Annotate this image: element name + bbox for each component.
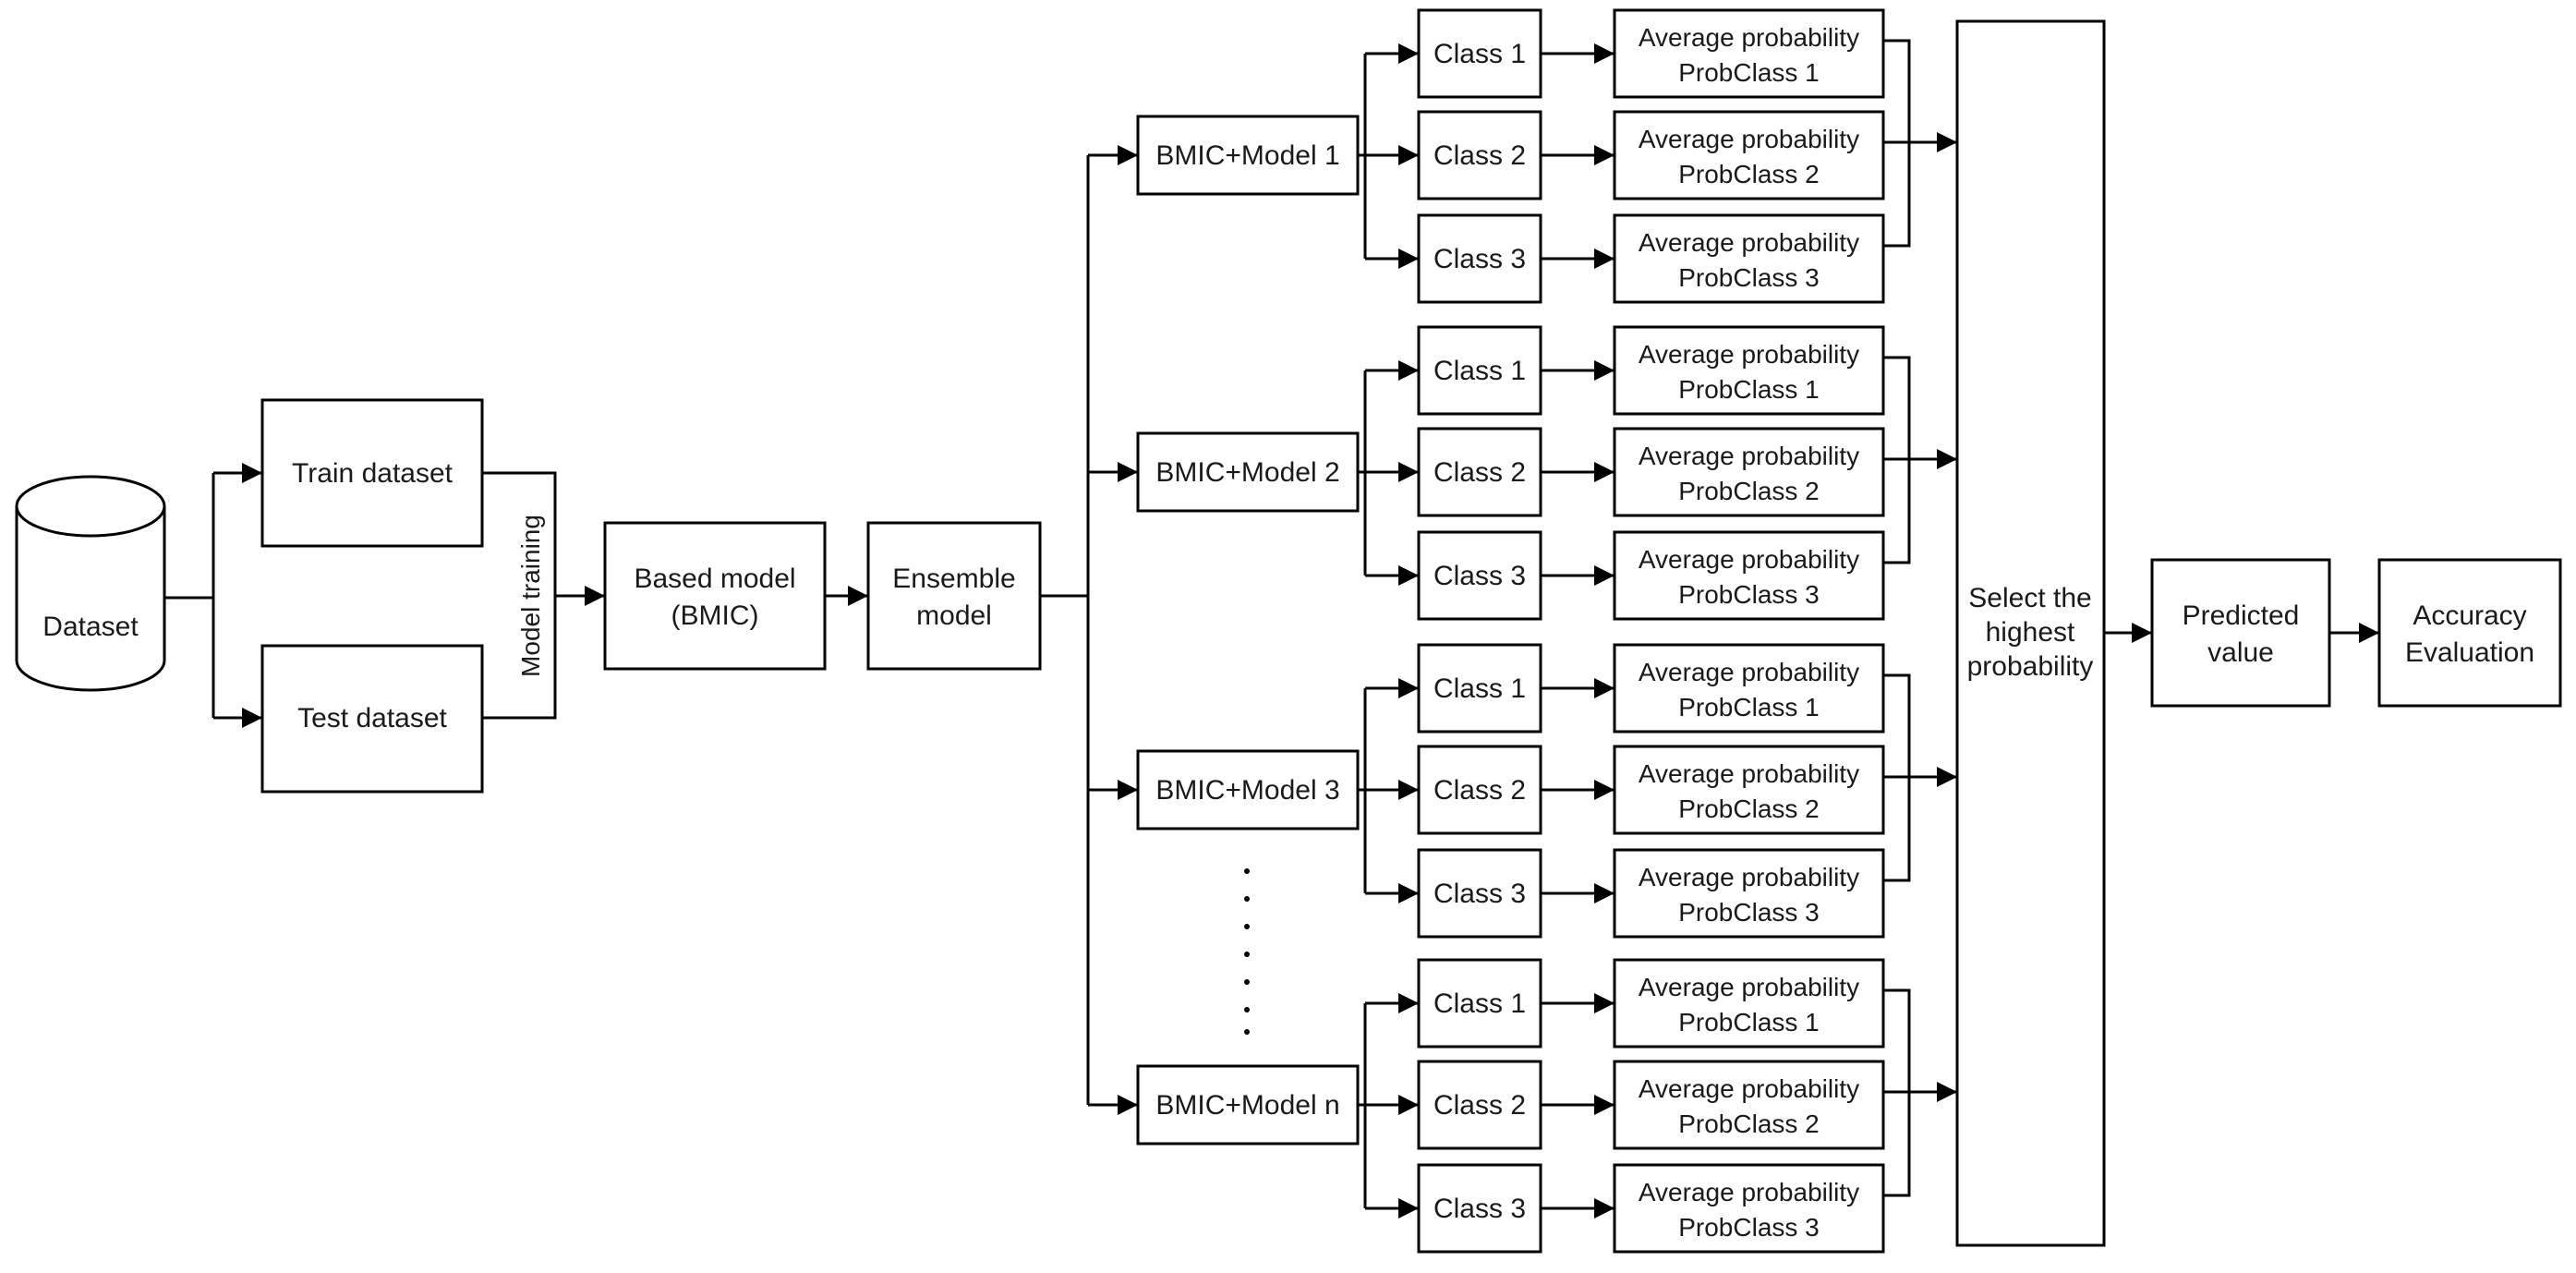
average-probability-box (1613, 1060, 1885, 1150)
average-probability-label: Average probability (1639, 340, 1859, 369)
select-highest-box (1955, 19, 2106, 1247)
class-label: Class 2 (1433, 775, 1526, 806)
prob-class-label: ProbClass 2 (1678, 477, 1820, 505)
average-probability-label: Average probability (1639, 863, 1859, 891)
prob-class-label: ProbClass 3 (1678, 1213, 1820, 1242)
average-probability-label: Average probability (1639, 228, 1859, 257)
predicted-line1: Predicted (2183, 600, 2300, 631)
average-probability-box (1613, 958, 1885, 1049)
average-probability-label: Average probability (1639, 658, 1859, 686)
bmic-model-label: BMIC+Model 2 (1155, 457, 1339, 488)
average-probability-label: Average probability (1639, 23, 1859, 52)
ensemble-line2: model (916, 600, 992, 631)
prob-class-label: ProbClass 2 (1678, 794, 1820, 823)
class-box (1417, 213, 1542, 304)
prob-class-label: ProbClass 1 (1678, 58, 1820, 87)
average-probability-box (1613, 213, 1885, 304)
model-training-label: Model training (516, 515, 545, 677)
prob-class-label: ProbClass 3 (1678, 898, 1820, 927)
class-box (1417, 530, 1542, 621)
train-dataset-box (260, 398, 484, 548)
class-label: Class 2 (1433, 1090, 1526, 1121)
class-label: Class 3 (1433, 244, 1526, 274)
class-box (1417, 325, 1542, 416)
average-probability-label: Average probability (1639, 1178, 1859, 1206)
prob-class-label: ProbClass 2 (1678, 160, 1820, 188)
average-probability-label: Average probability (1639, 442, 1859, 470)
class-box (1417, 643, 1542, 733)
average-probability-box (1613, 8, 1885, 99)
predicted-line2: value (2207, 637, 2274, 668)
average-probability-box (1613, 745, 1885, 835)
class-box (1417, 745, 1542, 835)
prob-class-label: ProbClass 3 (1678, 580, 1820, 609)
bmic-model-label: BMIC+Model n (1155, 1090, 1339, 1121)
class-label: Class 2 (1433, 140, 1526, 171)
average-probability-box (1613, 110, 1885, 200)
class-label: Class 3 (1433, 879, 1526, 909)
bmic-model-label: BMIC+Model 3 (1155, 775, 1339, 806)
average-probability-box (1613, 325, 1885, 416)
bmic-model-box (1136, 431, 1360, 513)
average-probability-box (1613, 1163, 1885, 1254)
average-probability-box (1613, 643, 1885, 733)
based-model-box (603, 521, 827, 671)
prob-class-label: ProbClass 1 (1678, 1008, 1820, 1037)
select-line1: Select the (1968, 583, 2091, 613)
class-box (1417, 427, 1542, 517)
class-label: Class 1 (1433, 673, 1526, 704)
test-dataset-label: Test dataset (297, 703, 447, 733)
average-probability-box (1613, 530, 1885, 621)
ensemble-distribution-connector (1040, 155, 1090, 1105)
class-label: Class 3 (1433, 1194, 1526, 1224)
class-label: Class 3 (1433, 561, 1526, 591)
based-model-line1: Based model (634, 564, 795, 594)
accuracy-line2: Evaluation (2405, 637, 2534, 668)
class-box (1417, 110, 1542, 200)
average-probability-label: Average probability (1639, 545, 1859, 574)
bmic-model-box (1136, 749, 1360, 830)
prob-class-label: ProbClass 1 (1678, 693, 1820, 721)
ensemble-model-box (866, 521, 1042, 671)
class-label: Class 1 (1433, 988, 1526, 1019)
class-label: Class 2 (1433, 457, 1526, 488)
bmic-model-label: BMIC+Model 1 (1155, 140, 1339, 171)
model-training-bracket: Model training (482, 471, 557, 720)
select-line2: highest (1986, 617, 2075, 648)
bmic-model-box (1136, 115, 1360, 196)
average-probability-label: Average probability (1639, 125, 1859, 153)
average-probability-box (1613, 848, 1885, 939)
prob-class-label: ProbClass 2 (1678, 1109, 1820, 1138)
dataset-split-connector (164, 463, 262, 728)
class-label: Class 1 (1433, 356, 1526, 386)
omitted-models-ellipsis (1244, 868, 1250, 1035)
prob-class-label: ProbClass 3 (1678, 263, 1820, 292)
dataset-cylinder: Dataset (15, 475, 166, 692)
class-box (1417, 1163, 1542, 1254)
average-probability-label: Average probability (1639, 1074, 1859, 1103)
select-line3: probability (1967, 651, 2094, 682)
test-dataset-box (260, 644, 484, 794)
average-probability-box (1613, 427, 1885, 517)
class-box (1417, 8, 1542, 99)
class-label: Class 1 (1433, 39, 1526, 69)
accuracy-line1: Accuracy (2413, 600, 2526, 631)
predicted-value-box (2150, 558, 2331, 708)
dataset-label: Dataset (42, 612, 139, 642)
prob-class-label: ProbClass 1 (1678, 375, 1820, 404)
train-dataset-label: Train dataset (292, 458, 454, 489)
based-model-line2: (BMIC) (671, 600, 759, 631)
accuracy-evaluation-box (2377, 558, 2562, 708)
average-probability-label: Average probability (1639, 973, 1859, 1001)
average-probability-label: Average probability (1639, 759, 1859, 788)
ensemble-line1: Ensemble (892, 564, 1015, 594)
bmic-model-box (1136, 1064, 1360, 1146)
